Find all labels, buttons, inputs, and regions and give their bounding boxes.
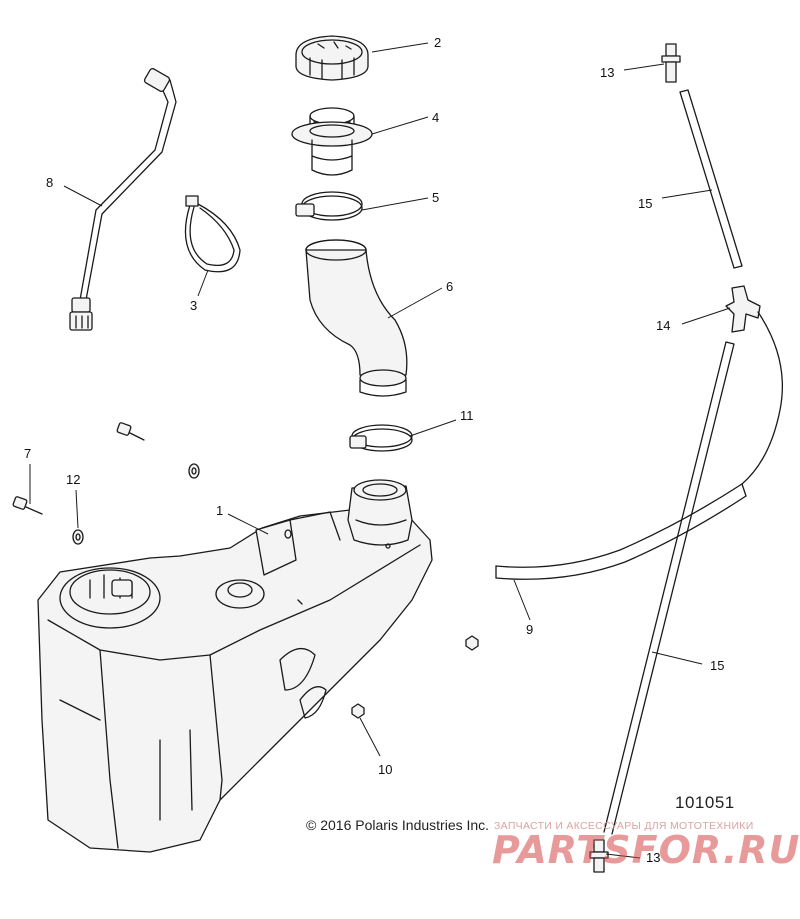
callout-4: 4 xyxy=(432,110,439,125)
vent-connector-bottom xyxy=(589,839,609,873)
vent-hose-9 xyxy=(495,483,747,580)
callout-11: 11 xyxy=(460,408,474,423)
callout-7: 7 xyxy=(24,446,31,461)
callout-15-bottom: 15 xyxy=(710,658,724,673)
washer-upper xyxy=(188,463,200,479)
watermark-logo: PARTSFOR.RU xyxy=(492,828,800,872)
mounting-bolt-upper xyxy=(116,422,145,441)
nut-upper xyxy=(465,635,479,651)
watermark-tagline: ЗАПЧАСТИ И АКСЕССУАРЫ ДЛЯ МОТОТЕХНИКИ xyxy=(494,820,754,832)
callout-10: 10 xyxy=(378,762,392,777)
callout-13-top: 13 xyxy=(600,65,614,80)
nut xyxy=(351,703,365,719)
callout-15-top: 15 xyxy=(638,196,652,211)
filler-hose xyxy=(305,239,408,397)
washer xyxy=(72,529,84,545)
callout-3: 3 xyxy=(190,298,197,313)
callout-1: 1 xyxy=(216,503,223,518)
vent-connector-top xyxy=(661,43,681,83)
vent-hose-upper xyxy=(679,89,743,269)
leader-lines xyxy=(29,42,731,859)
callout-13-bottom: 13 xyxy=(646,850,660,865)
vent-line xyxy=(69,68,177,331)
callout-2: 2 xyxy=(434,35,441,50)
mounting-bolt xyxy=(12,496,43,515)
hose-clamp-lower xyxy=(349,424,413,452)
hose-clamp-upper xyxy=(295,191,363,221)
callout-9: 9 xyxy=(526,622,533,637)
callout-8: 8 xyxy=(46,175,53,190)
fuel-tank xyxy=(37,479,433,853)
vent-hose-tee-branch xyxy=(741,311,783,485)
filler-neck xyxy=(291,107,373,176)
drawing-number: 101051 xyxy=(675,793,735,812)
callout-14: 14 xyxy=(656,318,670,333)
vent-tee xyxy=(725,285,761,333)
callout-5: 5 xyxy=(432,190,439,205)
vent-hose-lower xyxy=(603,341,735,835)
callout-6: 6 xyxy=(446,279,453,294)
callout-12: 12 xyxy=(66,472,80,487)
fuel-cap xyxy=(295,35,369,81)
callout-labels: 2 4 5 6 11 3 8 7 12 1 10 9 13 15 14 15 1… xyxy=(24,35,724,865)
cable-tie xyxy=(184,195,241,273)
copyright-notice: © 2016 Polaris Industries Inc. xyxy=(306,817,490,833)
